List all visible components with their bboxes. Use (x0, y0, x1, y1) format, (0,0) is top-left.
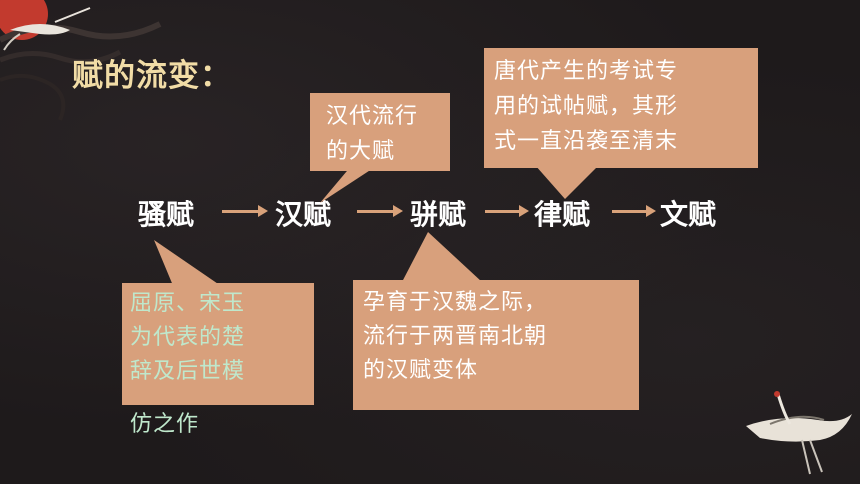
note-sao-tail (154, 240, 224, 288)
chain-node-wenfu: 文赋 (660, 198, 717, 231)
note-pianfu-bubble: 孕育于汉魏之际， 流行于两晋南北朝 的汉赋变体 (353, 280, 639, 410)
note-han-line-2: 的大赋 (326, 139, 396, 164)
chain-node-saofu: 骚赋 (138, 198, 195, 231)
note-sao-line-3: 辞及后世模 (130, 359, 246, 384)
note-saofu-bubble: 屈原、宋玉 为代表的楚 辞及后世模 (122, 283, 314, 405)
note-pian-tail (402, 232, 482, 282)
note-hanfu-bubble: 汉代流行 的大赋 (310, 93, 450, 171)
crane-wave-decoration-icon (0, 0, 162, 121)
note-han-tail (320, 165, 378, 203)
chain-node-pianfu: 骈赋 (410, 198, 467, 231)
note-pian-line-1: 孕育于汉魏之际， (363, 290, 548, 315)
chain-node-hanfu: 汉赋 (275, 198, 332, 231)
note-pian-line-3: 的汉赋变体 (363, 358, 479, 383)
chain-node-lvfu: 律赋 (534, 198, 591, 231)
note-lvfu-bubble: 唐代产生的考试专 用的试帖赋，其形 式一直沿袭至清末 (484, 48, 758, 168)
arrow-2-icon (357, 205, 403, 217)
note-sao-line-1: 屈原、宋玉 (130, 291, 246, 316)
note-han-line-1: 汉代流行 (326, 104, 419, 129)
note-lv-line-3: 式一直沿袭至清末 (494, 129, 679, 154)
note-pian-line-2: 流行于两晋南北朝 (363, 324, 548, 349)
arrow-1-icon (222, 205, 268, 217)
note-sao-line-2: 为代表的楚 (130, 325, 246, 350)
page-title: 赋的流变： (72, 58, 232, 94)
note-lv-tail (535, 165, 599, 199)
note-sao-line-4: 仿之作 (130, 412, 200, 437)
note-lv-line-2: 用的试帖赋，其形 (494, 94, 679, 119)
crane-bottom-right-icon (746, 391, 852, 475)
arrow-4-icon (612, 205, 656, 217)
note-lv-line-1: 唐代产生的考试专 (494, 59, 679, 84)
arrow-3-icon (485, 205, 529, 217)
